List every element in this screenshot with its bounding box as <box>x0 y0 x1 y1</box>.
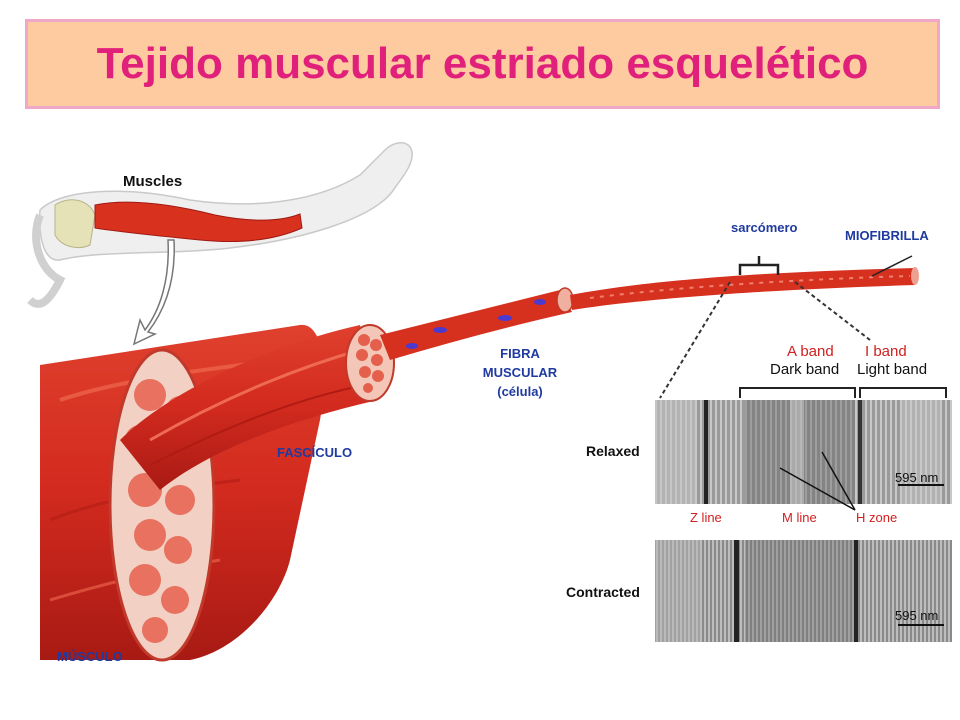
contracted-micrograph <box>655 540 952 642</box>
title-banner: Tejido muscular estriado esquelético <box>25 19 940 109</box>
relaxed-label: Relaxed <box>586 443 640 459</box>
relaxed-micrograph <box>655 400 952 504</box>
sarcomere-bracket <box>738 256 780 275</box>
dark-band-label: Dark band <box>770 361 839 378</box>
contracted-label: Contracted <box>566 584 640 600</box>
arrow-icon <box>132 239 175 346</box>
miofibrilla-label: MIOFIBRILLA <box>845 228 929 243</box>
myofibril <box>570 267 919 310</box>
fascicle <box>120 324 395 490</box>
band-brackets <box>739 387 947 398</box>
h-zone-label: H zone <box>856 510 897 525</box>
i-band-label: I band <box>865 343 907 360</box>
scale-contracted-label: 595 nm <box>895 608 938 623</box>
fibra-label-line2: MUSCULAR <box>483 365 558 380</box>
muscle-fiber <box>380 287 574 360</box>
sarcomero-label: sarcómero <box>731 220 798 235</box>
m-line-label: M line <box>782 510 817 525</box>
fibra-label-line1: FIBRA <box>500 346 540 361</box>
scale-bar-contracted <box>898 624 944 626</box>
h-zone-pointer-1 <box>779 467 856 511</box>
arm-illustration <box>27 142 413 308</box>
zoom-lines <box>659 281 871 399</box>
a-band-label: A band <box>787 343 834 360</box>
scale-relaxed-label: 595 nm <box>895 470 938 485</box>
h-zone-pointer-2 <box>821 451 856 511</box>
musculo-label: MÚSCULO <box>57 649 123 664</box>
scale-bar-relaxed <box>898 484 944 486</box>
fibra-label-line3: (célula) <box>497 384 543 399</box>
miofibrilla-pointer <box>871 255 913 277</box>
arm-muscles-label: Muscles <box>123 173 182 190</box>
z-line-label: Z line <box>690 510 722 525</box>
light-band-label: Light band <box>857 361 927 378</box>
page-title: Tejido muscular estriado esquelético <box>96 39 869 88</box>
fasciculo-label: FASCÍCULO <box>277 445 352 460</box>
